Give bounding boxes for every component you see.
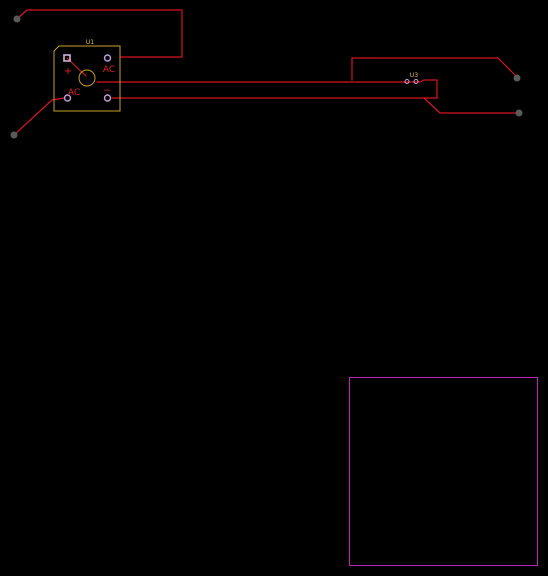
trace-top-left-loop[interactable] xyxy=(16,9,183,58)
terminal-right-lower[interactable] xyxy=(515,109,523,117)
terminal-left[interactable] xyxy=(10,131,18,139)
u3-pad-2[interactable] xyxy=(413,79,419,84)
trace-left-terminal[interactable] xyxy=(13,97,65,136)
u1-minus-mark: − xyxy=(103,86,111,96)
u1-pad-4[interactable] xyxy=(103,94,112,102)
u1-plus-mark: + xyxy=(64,66,72,77)
u3-pad-1[interactable] xyxy=(404,79,410,84)
copper-traces xyxy=(13,9,520,136)
terminal-right-upper[interactable] xyxy=(513,74,521,82)
u1-pad-3[interactable] xyxy=(63,94,72,102)
u1-ref-label: U1 xyxy=(86,39,94,46)
u3-ref-label: U3 xyxy=(410,72,418,79)
terminal-top-left[interactable] xyxy=(13,15,21,23)
u1-pad-2[interactable] xyxy=(103,54,112,62)
u1-ac-top-mark: AC xyxy=(103,65,115,75)
component-u3[interactable]: U3 xyxy=(404,72,419,84)
u1-silkscreen-outline xyxy=(53,45,121,112)
component-u1[interactable]: U1 + AC AC − xyxy=(53,39,121,112)
terminals xyxy=(10,15,523,139)
trace-right-upper[interactable] xyxy=(351,57,518,81)
u1-pad-1-square[interactable] xyxy=(63,54,71,62)
trace-right-lower[interactable] xyxy=(423,97,520,114)
trace-ac-bus-upper[interactable] xyxy=(96,79,438,99)
board-outline xyxy=(349,377,538,566)
u1-ac-bottom-mark: AC xyxy=(68,88,80,98)
u1-center-circle xyxy=(78,69,96,87)
